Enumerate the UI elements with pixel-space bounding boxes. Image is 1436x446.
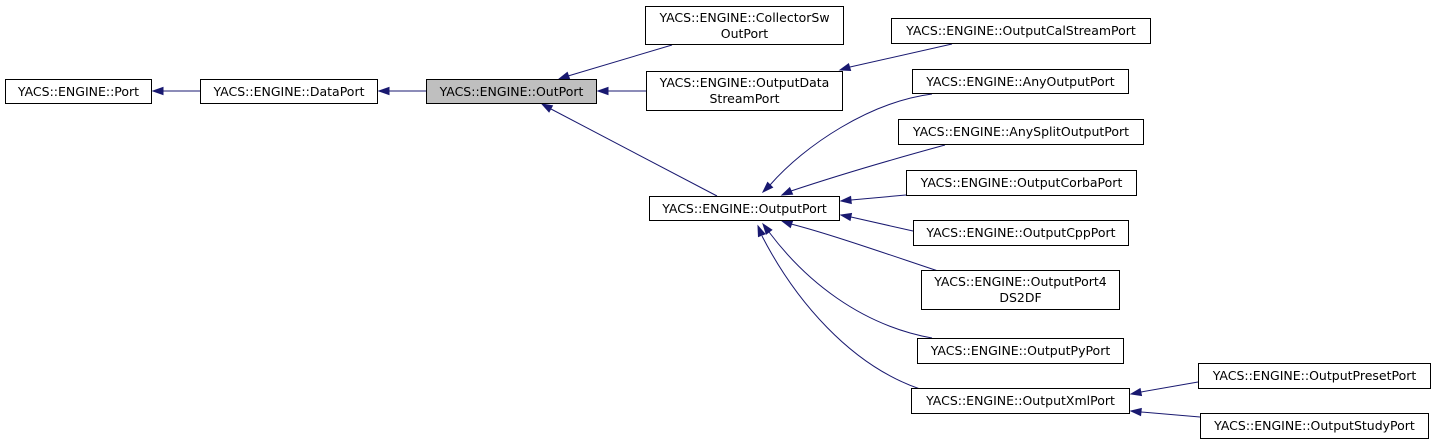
edge-line bbox=[550, 108, 718, 197]
edge-dataport-to-port bbox=[151, 86, 200, 96]
node-ds2df-line2: DS2DF bbox=[999, 290, 1042, 305]
node-port[interactable]: YACS::ENGINE::Port bbox=[5, 79, 152, 104]
edge-line bbox=[849, 43, 953, 68]
node-outputdatastream-line1: YACS::ENGINE::OutputData bbox=[659, 75, 830, 90]
edge-arrowhead bbox=[1129, 387, 1143, 397]
edge-xml-to-outputport bbox=[757, 224, 921, 390]
edge-outputcalstream-to-outputdatastream bbox=[838, 43, 953, 72]
node-anysplitoutputport[interactable]: YACS::ENGINE::AnySplitOutputPort bbox=[898, 119, 1144, 145]
node-outputcalstream-label: YACS::ENGINE::OutputCalStreamPort bbox=[906, 23, 1136, 38]
node-outputxmlport[interactable]: YACS::ENGINE::OutputXmlPort bbox=[911, 388, 1130, 414]
edge-corba-to-outputport bbox=[839, 194, 907, 205]
edge-line bbox=[790, 223, 939, 272]
node-xml-label: YACS::ENGINE::OutputXmlPort bbox=[926, 393, 1115, 408]
edge-line bbox=[850, 216, 914, 232]
edge-arrowhead bbox=[839, 212, 853, 222]
edge-arrowhead bbox=[757, 224, 766, 238]
node-cpp-label: YACS::ENGINE::OutputCppPort bbox=[926, 225, 1116, 240]
edge-arrowhead bbox=[780, 186, 794, 196]
edge-study-to-xml bbox=[1129, 407, 1201, 418]
node-dataport[interactable]: YACS::ENGINE::DataPort bbox=[200, 79, 378, 104]
edge-arrowhead bbox=[761, 181, 774, 194]
node-outputdatastream-line2: StreamPort bbox=[709, 91, 780, 106]
node-dataport-label: YACS::ENGINE::DataPort bbox=[213, 83, 365, 99]
edge-line bbox=[1140, 411, 1201, 418]
node-ds2df-line1: YACS::ENGINE::OutputPort4 bbox=[934, 274, 1107, 289]
node-anysplit-label: YACS::ENGINE::AnySplitOutputPort bbox=[912, 124, 1130, 139]
node-anyoutput-label: YACS::ENGINE::AnyOutputPort bbox=[926, 73, 1115, 89]
edge-arrowhead bbox=[838, 62, 852, 72]
edge-arrowhead bbox=[762, 222, 773, 235]
edge-line bbox=[769, 93, 933, 186]
node-outputpyport[interactable]: YACS::ENGINE::OutputPyPort bbox=[917, 338, 1124, 364]
edge-line bbox=[567, 44, 673, 77]
node-study-label: YACS::ENGINE::OutputStudyPort bbox=[1214, 418, 1415, 433]
node-outputport[interactable]: YACS::ENGINE::OutputPort bbox=[649, 196, 840, 221]
node-outport-label: YACS::ENGINE::OutPort bbox=[439, 83, 584, 99]
node-collectorsw-outport[interactable]: YACS::ENGINE::CollectorSw OutPort bbox=[645, 6, 844, 45]
node-anyoutputport[interactable]: YACS::ENGINE::AnyOutputPort bbox=[912, 69, 1129, 94]
edge-anysplit-to-outputport bbox=[780, 144, 946, 196]
node-outputstudyport[interactable]: YACS::ENGINE::OutputStudyPort bbox=[1200, 413, 1429, 439]
edge-line bbox=[1140, 381, 1199, 393]
edge-outport-to-dataport bbox=[377, 86, 426, 96]
edge-arrowhead bbox=[780, 220, 794, 229]
edge-preset-to-xml bbox=[1129, 381, 1199, 397]
edge-line bbox=[790, 144, 946, 192]
node-port-label: YACS::ENGINE::Port bbox=[17, 83, 140, 99]
edge-arrowhead bbox=[839, 195, 852, 205]
node-corba-label: YACS::ENGINE::OutputCorbaPort bbox=[920, 175, 1123, 190]
edge-arrowhead bbox=[151, 86, 164, 96]
edge-line bbox=[768, 231, 933, 339]
node-py-label: YACS::ENGINE::OutputPyPort bbox=[930, 343, 1111, 358]
node-outputcalstreamport[interactable]: YACS::ENGINE::OutputCalStreamPort bbox=[891, 18, 1151, 44]
edge-arrowhead bbox=[540, 103, 554, 113]
edge-py-to-outputport bbox=[762, 222, 933, 339]
edge-line bbox=[761, 235, 921, 390]
edge-arrowhead bbox=[377, 86, 390, 96]
node-outputpresetport[interactable]: YACS::ENGINE::OutputPresetPort bbox=[1198, 363, 1431, 389]
edge-line bbox=[850, 194, 907, 201]
edge-cpp-to-outputport bbox=[839, 212, 914, 232]
edge-arrowhead bbox=[596, 86, 609, 96]
node-collectorsw-line2: OutPort bbox=[720, 25, 769, 41]
node-outputport4ds2df[interactable]: YACS::ENGINE::OutputPort4 DS2DF bbox=[921, 270, 1120, 310]
node-outputport-label: YACS::ENGINE::OutputPort bbox=[662, 200, 827, 216]
node-preset-label: YACS::ENGINE::OutputPresetPort bbox=[1212, 368, 1417, 383]
edge-anyoutput-to-outputport bbox=[761, 93, 933, 194]
node-outport[interactable]: YACS::ENGINE::OutPort bbox=[426, 79, 597, 104]
edge-arrowhead bbox=[557, 71, 571, 80]
edge-outputdatastream-to-outport bbox=[596, 86, 646, 96]
node-outputdatastreamport[interactable]: YACS::ENGINE::OutputData StreamPort bbox=[646, 71, 843, 111]
node-outputcorbaport[interactable]: YACS::ENGINE::OutputCorbaPort bbox=[906, 170, 1137, 196]
node-collectorsw-line1: YACS::ENGINE::CollectorSw bbox=[659, 9, 830, 25]
edge-arrowhead bbox=[1129, 407, 1142, 417]
edge-outputport-to-outport bbox=[540, 103, 718, 197]
node-outputcppport[interactable]: YACS::ENGINE::OutputCppPort bbox=[913, 220, 1129, 246]
